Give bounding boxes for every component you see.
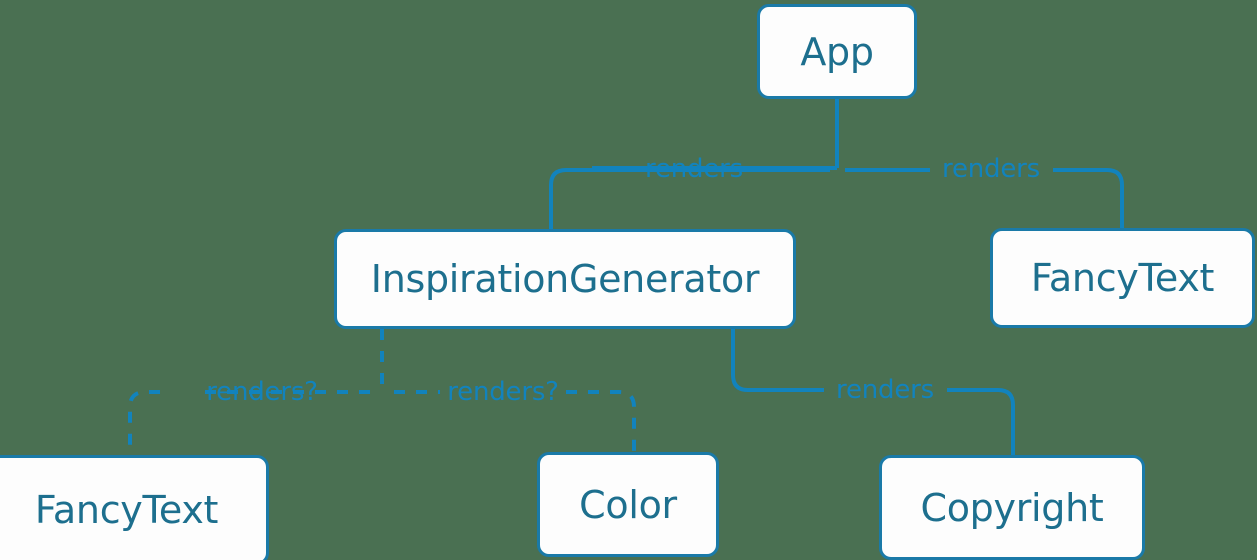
node-label-color: Color [579,482,677,527]
node-label-fancytext-bottom: FancyText [34,488,219,532]
node-label-app: App [800,29,874,74]
edge-label-app-to-inspiration-generator: renders [645,154,743,184]
node-app[interactable]: App [757,4,917,99]
node-label-copyright: Copyright [920,485,1104,530]
node-fancytext-bottom[interactable]: FancyText [0,455,269,560]
edge-label-inspiration-generator-to-fancytext-bottom: renders? [206,377,318,407]
node-copyright[interactable]: Copyright [879,455,1145,560]
node-fancytext-right[interactable]: FancyText [990,228,1255,328]
node-label-inspiration-generator: InspirationGenerator [370,257,760,301]
edge-inspiration-generator-to-color-corner [566,390,636,452]
edge-app-to-inspiration-generator-segment [549,168,640,229]
edge-label-inspiration-generator-to-color: renders? [447,377,559,407]
edge-inspiration-generator-to-copyright [731,329,824,392]
edge-inspiration-generator-to-fancytext-bottom-corner [128,390,160,455]
edge-inspiration-generator-to-copyright-right [947,388,1015,455]
node-inspiration-generator[interactable]: InspirationGenerator [334,229,796,329]
edge-label-inspiration-generator-to-copyright: renders [836,375,934,405]
edge-label-app-to-fancytext-right: renders [942,154,1040,184]
node-color[interactable]: Color [537,452,719,557]
edge-app-to-fancytext-right-segment [1053,168,1124,228]
node-label-fancytext-right: FancyText [1030,256,1215,300]
